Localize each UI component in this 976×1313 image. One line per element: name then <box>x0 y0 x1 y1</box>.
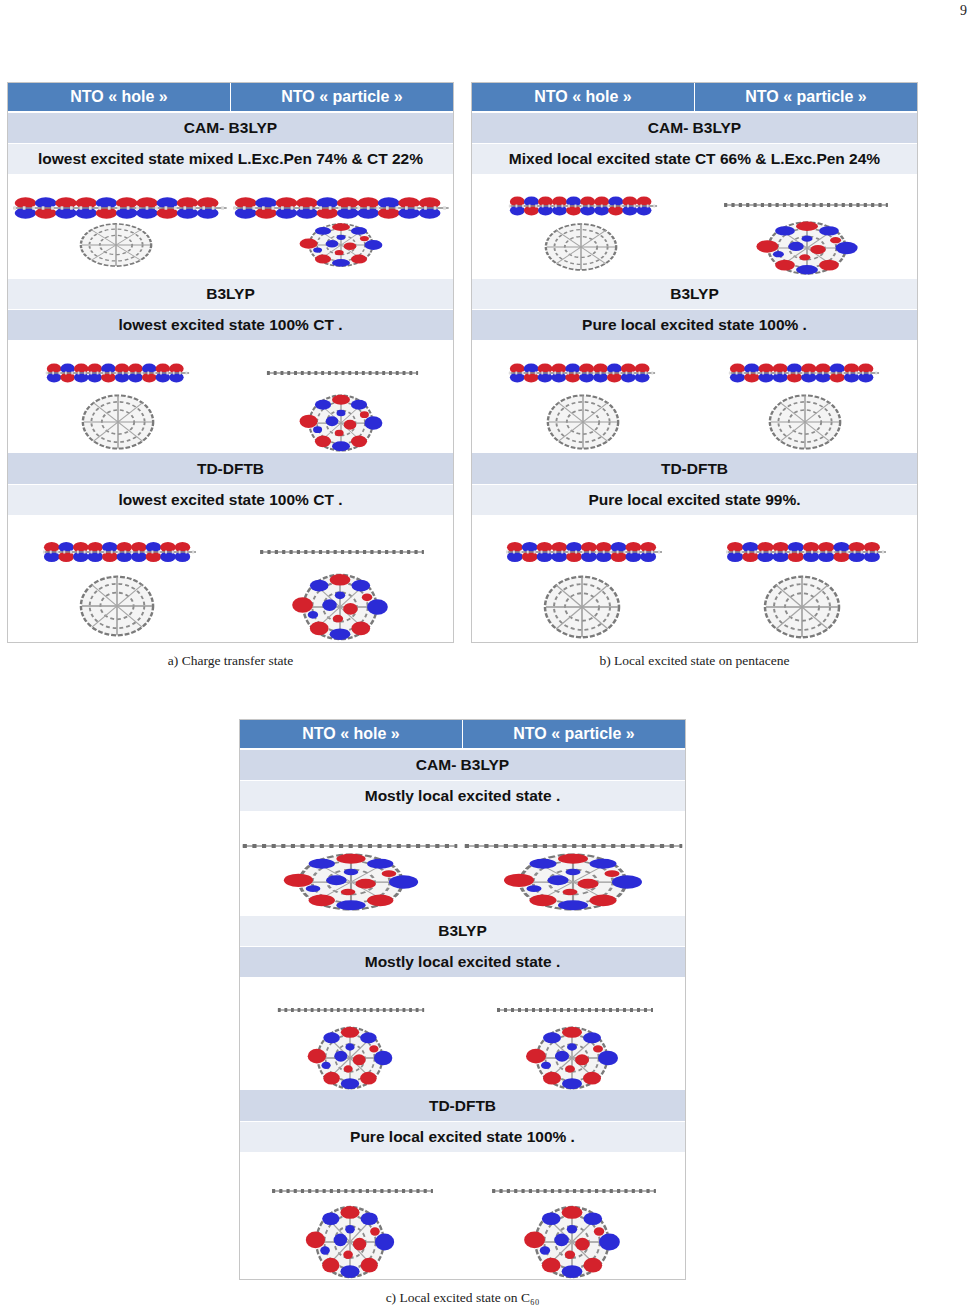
state-description: lowest excited state 100% CT . <box>119 491 343 509</box>
header-text: NTO « hole » <box>70 88 168 106</box>
fullerene <box>83 395 153 448</box>
state-description: Mixed local excited state CT 66% & L.Exc… <box>509 150 880 168</box>
pentacene <box>243 846 458 847</box>
method-label: CAM- B3LYP <box>184 119 277 137</box>
figure-panel: a) Charge transfer stateNTO « hole »NTO … <box>7 82 454 643</box>
method-band: CAM- B3LYP <box>472 113 917 143</box>
header-text: NTO « particle » <box>513 725 635 743</box>
state-description: Pure local excited state 99%. <box>589 491 801 509</box>
pentacene <box>43 542 196 562</box>
pentacene <box>13 197 226 219</box>
column-header: NTO « hole » <box>472 83 694 111</box>
column-header: NTO « particle » <box>231 83 453 111</box>
description-band: Pure local excited state 100% . <box>472 310 917 340</box>
figure-panel: b) Local excited state on pentaceneNTO «… <box>471 82 918 643</box>
fullerene <box>308 1027 393 1089</box>
column-header: NTO « particle » <box>695 83 917 111</box>
fullerene <box>770 395 840 448</box>
fullerene <box>545 577 619 638</box>
pentacene <box>465 846 682 847</box>
state-description: Mostly local excited state . <box>365 787 561 805</box>
state-description: Mostly local excited state . <box>365 953 561 971</box>
pentacene <box>729 364 879 383</box>
caption: a) Charge transfer state <box>8 653 453 669</box>
header-text: NTO « hole » <box>534 88 632 106</box>
method-label: TD-DFTB <box>429 1097 496 1115</box>
method-band: B3LYP <box>472 279 917 309</box>
method-label: CAM- B3LYP <box>416 756 509 774</box>
pentacene <box>497 1010 653 1011</box>
pentacene <box>278 1010 424 1011</box>
method-label: TD-DFTB <box>661 460 728 478</box>
description-band: Pure local excited state 99%. <box>472 485 917 515</box>
caption: b) Local excited state on pentacene <box>472 653 917 669</box>
column-header: NTO « particle » <box>463 720 685 748</box>
pentacene <box>726 542 886 562</box>
fullerene <box>524 1206 620 1278</box>
state-description: lowest excited state 100% CT . <box>119 316 343 334</box>
method-band: CAM- B3LYP <box>8 113 453 143</box>
figure-panel: c) Local excited state on C₆₀NTO « hole … <box>239 719 686 1280</box>
method-label: B3LYP <box>206 285 255 303</box>
fullerene <box>504 854 642 911</box>
fullerene <box>284 854 418 911</box>
pentacene <box>506 542 662 562</box>
method-band: B3LYP <box>8 279 453 309</box>
fullerene <box>306 1206 394 1278</box>
fullerene <box>756 222 857 275</box>
description-band: lowest excited state 100% CT . <box>8 310 453 340</box>
method-band: TD-DFTB <box>8 453 453 484</box>
caption: c) Local excited state on C₆₀ <box>240 1290 685 1306</box>
description-band: Mostly local excited state . <box>240 947 685 977</box>
method-band: TD-DFTB <box>472 453 917 484</box>
method-label: CAM- B3LYP <box>648 119 741 137</box>
fullerene <box>81 224 151 266</box>
state-description: Pure local excited state 100% . <box>350 1128 575 1146</box>
fullerene <box>765 577 839 638</box>
header-text: NTO « hole » <box>302 725 400 743</box>
pentacene <box>267 373 418 374</box>
page-number: 9 <box>960 3 967 19</box>
pentacene <box>724 205 888 206</box>
pentacene <box>260 552 424 553</box>
fullerene <box>526 1027 618 1089</box>
state-description: lowest excited state mixed L.Exc.Pen 74%… <box>38 150 423 168</box>
fullerene <box>300 223 383 266</box>
description-band: lowest excited state 100% CT . <box>8 485 453 515</box>
method-band: TD-DFTB <box>240 1090 685 1121</box>
pentacene <box>233 197 448 219</box>
fullerene <box>292 574 388 640</box>
column-header: NTO « hole » <box>8 83 230 111</box>
method-band: B3LYP <box>240 916 685 946</box>
description-band: Mostly local excited state . <box>240 781 685 811</box>
column-header: NTO « hole » <box>240 720 462 748</box>
method-label: TD-DFTB <box>197 460 264 478</box>
fullerene <box>548 395 618 448</box>
header-text: NTO « particle » <box>745 88 867 106</box>
description-band: Mixed local excited state CT 66% & L.Exc… <box>472 144 917 174</box>
state-description: Pure local excited state 100% . <box>582 316 807 334</box>
header-text: NTO « particle » <box>281 88 403 106</box>
method-band: CAM- B3LYP <box>240 750 685 780</box>
description-band: Pure local excited state 100% . <box>240 1122 685 1152</box>
pentacene <box>509 364 655 383</box>
description-band: lowest excited state mixed L.Exc.Pen 74%… <box>8 144 453 174</box>
pentacene <box>46 364 189 383</box>
fullerene <box>81 577 153 636</box>
fullerene <box>546 224 616 270</box>
method-label: B3LYP <box>670 285 719 303</box>
pentacene <box>272 1191 433 1192</box>
pentacene <box>492 1191 656 1192</box>
fullerene <box>300 395 383 452</box>
pentacene <box>509 197 657 216</box>
method-label: B3LYP <box>438 922 487 940</box>
